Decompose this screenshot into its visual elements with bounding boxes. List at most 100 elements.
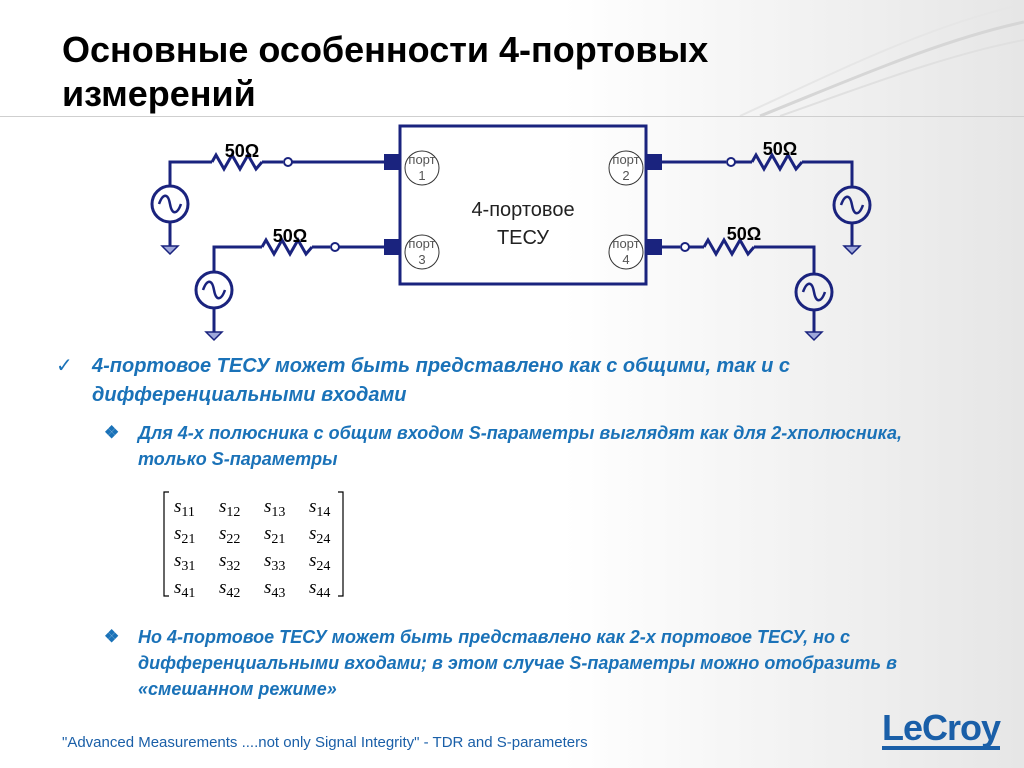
- matrix-cell: s21: [174, 523, 195, 547]
- ac-source-port4: [794, 272, 834, 312]
- wire-port2-right: [802, 160, 854, 187]
- port1-connector: [384, 154, 400, 170]
- dut-label-line2: ТЕСУ: [497, 227, 549, 249]
- bullet-list: ✓ 4-портовое ТЕСУ может быть представлен…: [56, 352, 966, 702]
- matrix-subscript: 24: [316, 559, 330, 574]
- bullet-sub2-text: Но 4-портовое ТЕСУ может быть представле…: [138, 627, 897, 699]
- resistor-label-port3: 50Ω: [273, 226, 307, 246]
- matrix-subscript: 44: [316, 586, 330, 600]
- matrix-subscript: 21: [181, 532, 195, 547]
- terminal-node: [680, 242, 690, 252]
- port1-marker: [404, 150, 440, 186]
- ac-source-port2: [832, 185, 872, 225]
- matrix-subscript: 43: [271, 586, 285, 600]
- ac-source-port1: [150, 184, 190, 224]
- matrix-cell: s14: [309, 496, 330, 520]
- matrix-subscript: 11: [181, 505, 194, 520]
- port2-connector: [646, 154, 662, 170]
- lecroy-logo: LeCroy: [882, 707, 1002, 750]
- bullet-sub2: ❖ Но 4-портовое ТЕСУ может быть представ…: [56, 624, 966, 702]
- port4-marker: [608, 234, 644, 270]
- matrix-subscript: 31: [181, 559, 195, 574]
- diamond-bullet-icon: ❖: [104, 423, 120, 442]
- port4-connector: [646, 239, 662, 255]
- port3-connector: [384, 239, 400, 255]
- port2-marker: [608, 150, 644, 186]
- terminal-node: [283, 157, 293, 167]
- matrix-cell: s33: [264, 550, 285, 574]
- matrix-cell: s24: [309, 523, 330, 547]
- matrix-cell: s43: [264, 577, 285, 600]
- ground-icon: [804, 331, 824, 342]
- matrix-cell: s12: [219, 496, 240, 520]
- dut-label-line1: 4-портовое: [471, 199, 574, 221]
- matrix-cell: s22: [219, 523, 240, 547]
- ground-icon: [204, 331, 224, 342]
- bullet-sub1-text: Для 4-х полюсника с общим входом S-парам…: [138, 423, 902, 469]
- diamond-bullet-icon: ❖: [104, 627, 120, 646]
- wire-port4-right: [754, 245, 816, 274]
- resistor-label-port4: 50Ω: [727, 224, 761, 244]
- matrix-subscript: 41: [181, 586, 195, 600]
- resistor-port3: [260, 236, 314, 258]
- matrix-subscript: 12: [226, 505, 240, 520]
- matrix-cell: s21: [264, 523, 285, 547]
- resistor-port4: [702, 236, 756, 258]
- matrix-right-bracket: [338, 491, 344, 597]
- matrix-cell: s42: [219, 577, 240, 600]
- port4-number: 4: [622, 252, 629, 267]
- matrix-cell: s32: [219, 550, 240, 574]
- port4-label: порт: [612, 236, 639, 251]
- logo-text: LeCroy: [882, 707, 1001, 748]
- logo-underline: [882, 746, 1000, 750]
- matrix-cell: s24: [309, 550, 330, 574]
- wire-port3-left: [212, 245, 262, 272]
- matrix-subscript: 24: [316, 532, 330, 547]
- ac-source-port3: [194, 270, 234, 310]
- bullet-sub1: ❖ Для 4-х полюсника с общим входом S-пар…: [56, 420, 966, 472]
- slide-title: Основные особенности 4-портовых измерени…: [62, 29, 709, 114]
- checkmark-icon: ✓: [56, 355, 73, 377]
- matrix-left-bracket: [163, 491, 169, 597]
- matrix-cell: s31: [174, 550, 195, 574]
- header-swoosh: [739, 3, 1024, 118]
- resistor-label-port2: 50Ω: [763, 139, 797, 159]
- matrix-cell: s11: [174, 496, 195, 520]
- terminal-node: [330, 242, 340, 252]
- sine-icon: [801, 282, 827, 302]
- matrix-subscript: 33: [271, 559, 285, 574]
- wire-port1-left: [168, 160, 212, 186]
- dut-box: [398, 124, 648, 286]
- sine-icon: [157, 194, 183, 214]
- footer-text: "Advanced Measurements ....not only Sign…: [62, 734, 588, 751]
- s-parameter-matrix: s11 s12 s13 s14 s21 s22 s21 s24 s31 s32 s33 s24 s41 s…: [163, 491, 344, 600]
- matrix-cell: s44: [309, 577, 330, 600]
- matrix-subscript: 21: [271, 532, 285, 547]
- matrix-subscript: 42: [226, 586, 240, 600]
- title-divider: [0, 116, 1024, 117]
- ground-icon: [842, 245, 862, 256]
- sine-icon: [839, 195, 865, 215]
- port3-number: 3: [418, 252, 425, 267]
- port2-label: порт: [612, 152, 639, 167]
- sine-icon: [201, 280, 227, 300]
- matrix-cell: s13: [264, 496, 285, 520]
- port1-number: 1: [418, 168, 425, 183]
- resistor-port1: [210, 151, 264, 173]
- port1-label: порт: [408, 152, 435, 167]
- matrix-cell: s41: [174, 577, 195, 600]
- resistor-port2: [750, 151, 804, 173]
- terminal-node: [726, 157, 736, 167]
- matrix-subscript: 14: [316, 505, 330, 520]
- port3-label: порт: [408, 236, 435, 251]
- port2-number: 2: [622, 168, 629, 183]
- four-port-circuit-diagram: порт 1 порт 2 порт 3 порт 4 4-портовое Т…: [150, 124, 872, 342]
- bullet-main: ✓ 4-портовое ТЕСУ может быть представлен…: [56, 352, 966, 410]
- bullet-main-text: 4-портовое ТЕСУ может быть представлено …: [92, 355, 791, 406]
- resistor-label-port1: 50Ω: [225, 141, 259, 161]
- matrix-subscript: 13: [271, 505, 285, 520]
- matrix-subscript: 32: [226, 559, 240, 574]
- ground-icon: [160, 245, 180, 256]
- port3-marker: [404, 234, 440, 270]
- matrix-subscript: 22: [226, 532, 240, 547]
